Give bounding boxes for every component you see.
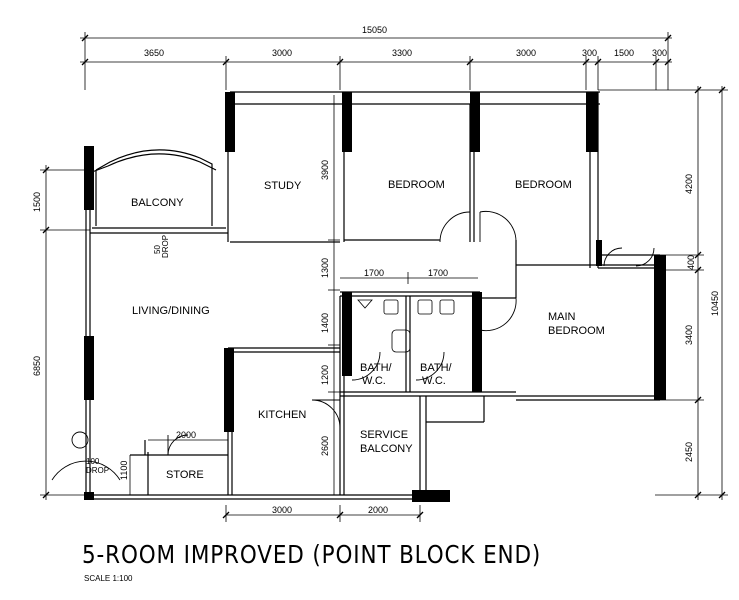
dim-right-2: 400	[686, 255, 696, 270]
room-living-dining: LIVING/DINING	[132, 305, 210, 317]
room-bedroom-1: BEDROOM	[388, 179, 445, 191]
dimension-lines	[40, 32, 728, 522]
room-bath-2-line2: W.C.	[422, 375, 446, 387]
dim-right-overall: 10450	[710, 291, 720, 316]
room-store: STORE	[166, 469, 204, 481]
bath-fixtures	[357, 299, 455, 353]
dim-top-2: 3000	[272, 48, 292, 58]
plan-scale: SCALE 1:100	[84, 574, 133, 583]
dim-store-width: 2000	[176, 430, 196, 440]
dim-right-4: 2450	[684, 442, 694, 462]
dim-left-1: 1500	[32, 192, 42, 212]
drop-50-label: DROP	[161, 235, 170, 258]
dim-top-1: 3650	[144, 48, 164, 58]
plan-title: 5-ROOM IMPROVED (POINT BLOCK END)	[82, 540, 542, 569]
dim-inner-1200: 1200	[320, 365, 330, 385]
drop-annotations: 50 DROP 100 DROP	[86, 235, 170, 475]
room-service-balcony-line1: SERVICE	[360, 429, 408, 441]
dim-left-2: 6850	[32, 356, 42, 376]
dim-right-1: 4200	[684, 174, 694, 194]
dimension-ticks	[42, 34, 726, 519]
dim-store-height: 1100	[119, 461, 129, 480]
dim-top-5: 300	[582, 48, 597, 58]
dim-inner-study: 3900	[320, 160, 330, 180]
dim-inner-1300: 1300	[320, 258, 330, 278]
solid-walls	[84, 92, 666, 502]
dim-top-overall: 15050	[362, 25, 387, 35]
room-bath-1-line2: W.C.	[362, 375, 386, 387]
room-kitchen: KITCHEN	[258, 409, 306, 421]
dim-top-4: 3000	[516, 48, 536, 58]
room-bath-2-line1: BATH/	[420, 362, 453, 374]
room-service-balcony-line2: BALCONY	[360, 443, 413, 455]
room-study: STUDY	[264, 180, 302, 192]
dim-top-3: 3300	[392, 48, 412, 58]
doors-and-windows	[51, 210, 655, 481]
dim-right-3: 3400	[684, 325, 694, 345]
dimension-labels: 15050 3650 3000 3300 3000 300 1500 300 1…	[32, 25, 720, 515]
room-main-bedroom-line2: BEDROOM	[548, 325, 605, 337]
room-main-bedroom-line1: MAIN	[548, 311, 576, 323]
dim-inner-1400: 1400	[320, 313, 330, 333]
room-bath-1-line1: BATH/	[360, 362, 393, 374]
dim-top-6: 1500	[614, 48, 634, 58]
dim-bath-1: 1700	[364, 268, 384, 278]
dim-top-7: 300	[652, 48, 667, 58]
drop-100-label: DROP	[86, 466, 109, 475]
dim-bottom-1: 3000	[272, 505, 292, 515]
room-bedroom-2: BEDROOM	[515, 179, 572, 191]
drop-50-value: 50	[153, 245, 162, 254]
room-balcony: BALCONY	[131, 197, 184, 209]
dim-inner-2600: 2600	[320, 436, 330, 456]
room-labels: BALCONY STUDY BEDROOM BEDROOM LIVING/DIN…	[131, 179, 605, 481]
dim-bath-2: 1700	[428, 268, 448, 278]
drop-100-value: 100	[86, 457, 100, 466]
dim-bottom-2: 2000	[368, 505, 388, 515]
